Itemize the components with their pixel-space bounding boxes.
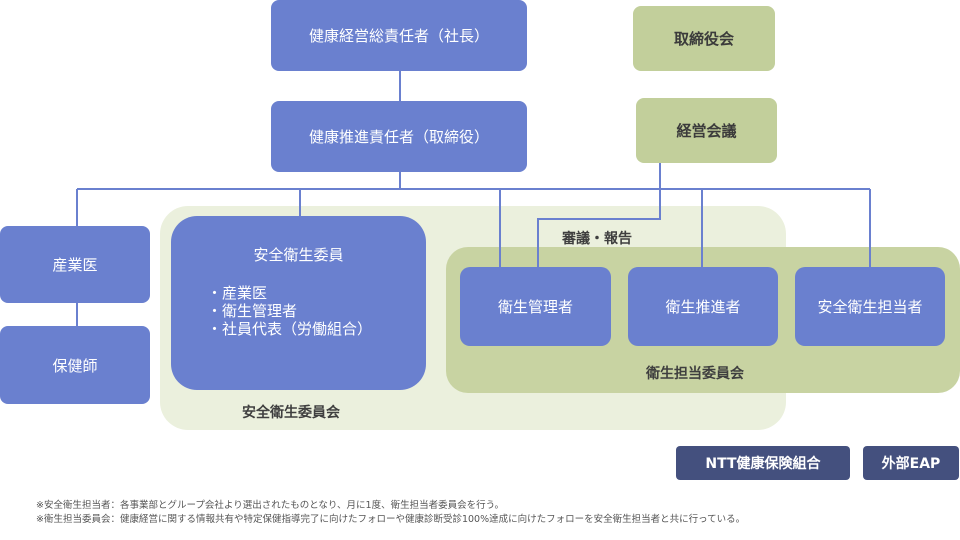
occupational-physician-label: 産業医 xyxy=(52,256,98,274)
board-box: 取締役会 xyxy=(633,6,775,71)
review-report-label: 審議・報告 xyxy=(562,231,632,247)
occupational-physician-box: 産業医 xyxy=(0,226,150,303)
public-health-nurse-box: 保健師 xyxy=(0,326,150,404)
safety-hygiene-officer-box: 安全衛生担当者 xyxy=(795,267,945,346)
external-eap-label: 外部EAP xyxy=(881,456,941,472)
ceo-officer-box: 健康経営総責任者（社長） xyxy=(271,0,527,71)
board-label: 取締役会 xyxy=(673,30,734,48)
public-health-nurse-label: 保健師 xyxy=(52,356,98,375)
member-item: ・産業医 xyxy=(207,284,268,302)
safety-committee-label: 安全衛生委員会 xyxy=(242,405,340,421)
member-item: ・社員代表（労働組合） xyxy=(207,320,373,338)
ntt-health-insurance-label: NTT健康保険組合 xyxy=(705,456,821,472)
management-meeting-box: 経営会議 xyxy=(636,98,777,163)
promotion-officer-label: 健康推進責任者（取締役） xyxy=(308,128,489,146)
hygiene-manager-box: 衛生管理者 xyxy=(460,267,611,346)
member-item: ・衛生管理者 xyxy=(207,302,298,320)
ntt-health-insurance-box: NTT健康保険組合 xyxy=(676,446,850,480)
safety-hygiene-officer-label: 安全衛生担当者 xyxy=(817,298,923,316)
safety-committee-member-box: 安全衛生委員 ・産業医 ・衛生管理者 ・社員代表（労働組合） xyxy=(171,216,426,390)
connector-review-report xyxy=(537,163,661,267)
management-meeting-label: 経営会議 xyxy=(676,122,737,140)
committee-member-list: ・産業医 ・衛生管理者 ・社員代表（労働組合） xyxy=(207,284,372,338)
hygiene-promoter-box: 衛生推進者 xyxy=(628,267,778,346)
promotion-officer-box: 健康推進責任者（取締役） xyxy=(271,101,527,172)
hygiene-committee-label: 衛生担当委員会 xyxy=(646,366,744,382)
external-eap-box: 外部EAP xyxy=(863,446,959,480)
footnote-2: ※衛生担当委員会：健康経営に関する情報共有や特定保健指導完了に向けたフォローや健… xyxy=(36,514,746,525)
hygiene-promoter-label: 衛生推進者 xyxy=(665,298,741,316)
hygiene-manager-label: 衛生管理者 xyxy=(497,298,573,316)
ceo-officer-label: 健康経営総責任者（社長） xyxy=(308,27,489,45)
safety-committee-member-title: 安全衛生委員 xyxy=(253,246,344,264)
footnote-1: ※安全衛生担当者：各事業部とグループ会社より選出されたものとなり、月に1度、衛生… xyxy=(36,500,505,511)
